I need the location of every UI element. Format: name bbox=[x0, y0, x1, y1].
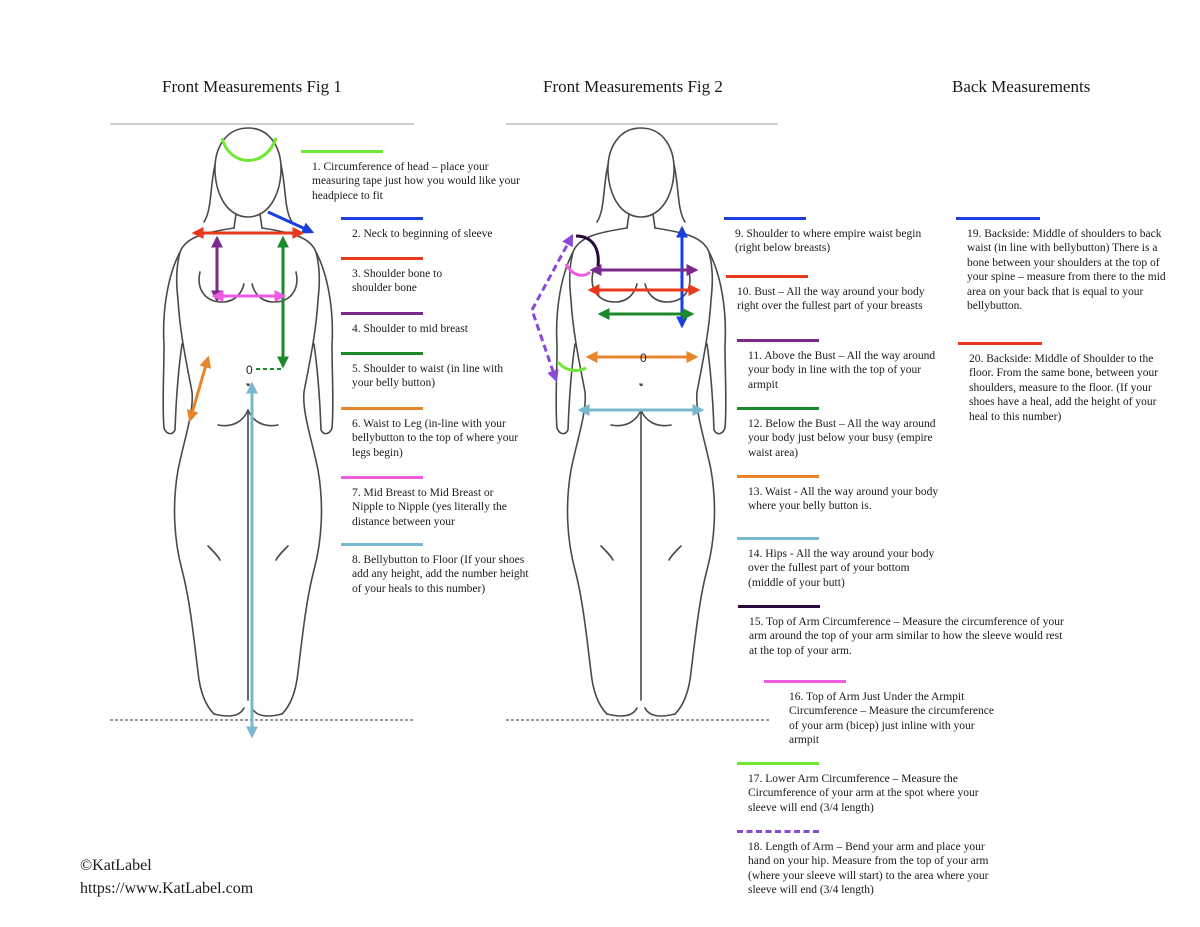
legend-text-3: 3. Shoulder bone to shoulder bone bbox=[352, 268, 443, 295]
legend-swatch-20 bbox=[958, 342, 1042, 345]
legend-text-5: 5. Shoulder to waist (in line with your … bbox=[352, 363, 504, 390]
legend-swatch-17 bbox=[737, 762, 819, 765]
legend-text-4: 4. Shoulder to mid breast bbox=[352, 323, 468, 335]
legend-text-15: 15. Top of Arm Circumference – Measure t… bbox=[749, 616, 1064, 657]
legend-swatch-18 bbox=[737, 830, 819, 833]
legend-swatch-8 bbox=[341, 543, 423, 546]
fig2-mark-top-arm bbox=[575, 234, 600, 267]
legend-text-7: 7. Mid Breast to Mid Breast or Nipple to… bbox=[352, 487, 507, 528]
legend-text-14: 14. Hips - All the way around your body … bbox=[748, 548, 935, 589]
fig2-mark-arm-length bbox=[530, 233, 574, 383]
legend-swatch-5 bbox=[341, 352, 423, 355]
fig1-zero-marker: 0 bbox=[246, 363, 253, 377]
fig1-mark-waist-leg bbox=[186, 355, 212, 423]
fig1-mark-head bbox=[220, 137, 278, 162]
legend-swatch-4 bbox=[341, 312, 423, 315]
legend-text-6: 6. Waist to Leg (in-line with your belly… bbox=[352, 418, 519, 459]
legend-swatch-9 bbox=[724, 217, 806, 220]
credit-copyright: ©KatLabel bbox=[80, 857, 152, 874]
legend-swatch-14 bbox=[737, 537, 819, 540]
legend-text-8: 8. Bellybutton to Floor (If your shoes a… bbox=[352, 554, 529, 595]
legend-text-1: 1. Circumference of head – place your me… bbox=[312, 161, 520, 202]
legend-swatch-2 bbox=[341, 217, 423, 220]
legend-swatch-12 bbox=[737, 407, 819, 410]
legend-swatch-19 bbox=[956, 217, 1040, 220]
legend-swatch-11 bbox=[737, 339, 819, 342]
legend-swatch-16 bbox=[764, 680, 846, 683]
legend-text-19: 19. Backside: Middle of shoulders to bac… bbox=[967, 228, 1166, 313]
fig2-title: Front Measurements Fig 2 bbox=[543, 77, 723, 96]
legend-swatch-13 bbox=[737, 475, 819, 478]
legend-text-9: 9. Shoulder to where empire waist begin … bbox=[735, 228, 922, 255]
credit: ©KatLabel https://www.KatLabel.com bbox=[80, 854, 253, 900]
fig2-zero-marker: 0 bbox=[640, 351, 647, 365]
legend-swatch-15 bbox=[738, 605, 820, 608]
legend-text-2: 2. Neck to beginning of sleeve bbox=[352, 228, 493, 240]
legend-text-18: 18. Length of Arm – Bend your arm and pl… bbox=[748, 841, 989, 897]
legend-swatch-3 bbox=[341, 257, 423, 260]
legend-swatch-10 bbox=[726, 275, 808, 278]
fig1-title: Front Measurements Fig 1 bbox=[162, 77, 342, 96]
legend-swatch-7 bbox=[341, 476, 423, 479]
legend-text-16: 16. Top of Arm Just Under the Armpit Cir… bbox=[789, 691, 994, 747]
legend-text-12: 12. Below the Bust – All the way around … bbox=[748, 418, 936, 459]
legend-text-13: 13. Waist - All the way around your body… bbox=[748, 486, 939, 513]
legend-text-10: 10. Bust – All the way around your body … bbox=[737, 286, 925, 313]
legend-text-20: 20. Backside: Middle of Shoulder to the … bbox=[969, 353, 1159, 423]
back-title: Back Measurements bbox=[952, 77, 1091, 96]
fig1-mark-neck-sleeve bbox=[267, 210, 315, 234]
legend-swatch-1 bbox=[301, 150, 383, 153]
legend-text-11: 11. Above the Bust – All the way around … bbox=[748, 350, 936, 391]
legend-text-17: 17. Lower Arm Circumference – Measure th… bbox=[748, 773, 979, 814]
legend-swatch-6 bbox=[341, 407, 423, 410]
credit-url[interactable]: https://www.KatLabel.com bbox=[80, 880, 254, 897]
